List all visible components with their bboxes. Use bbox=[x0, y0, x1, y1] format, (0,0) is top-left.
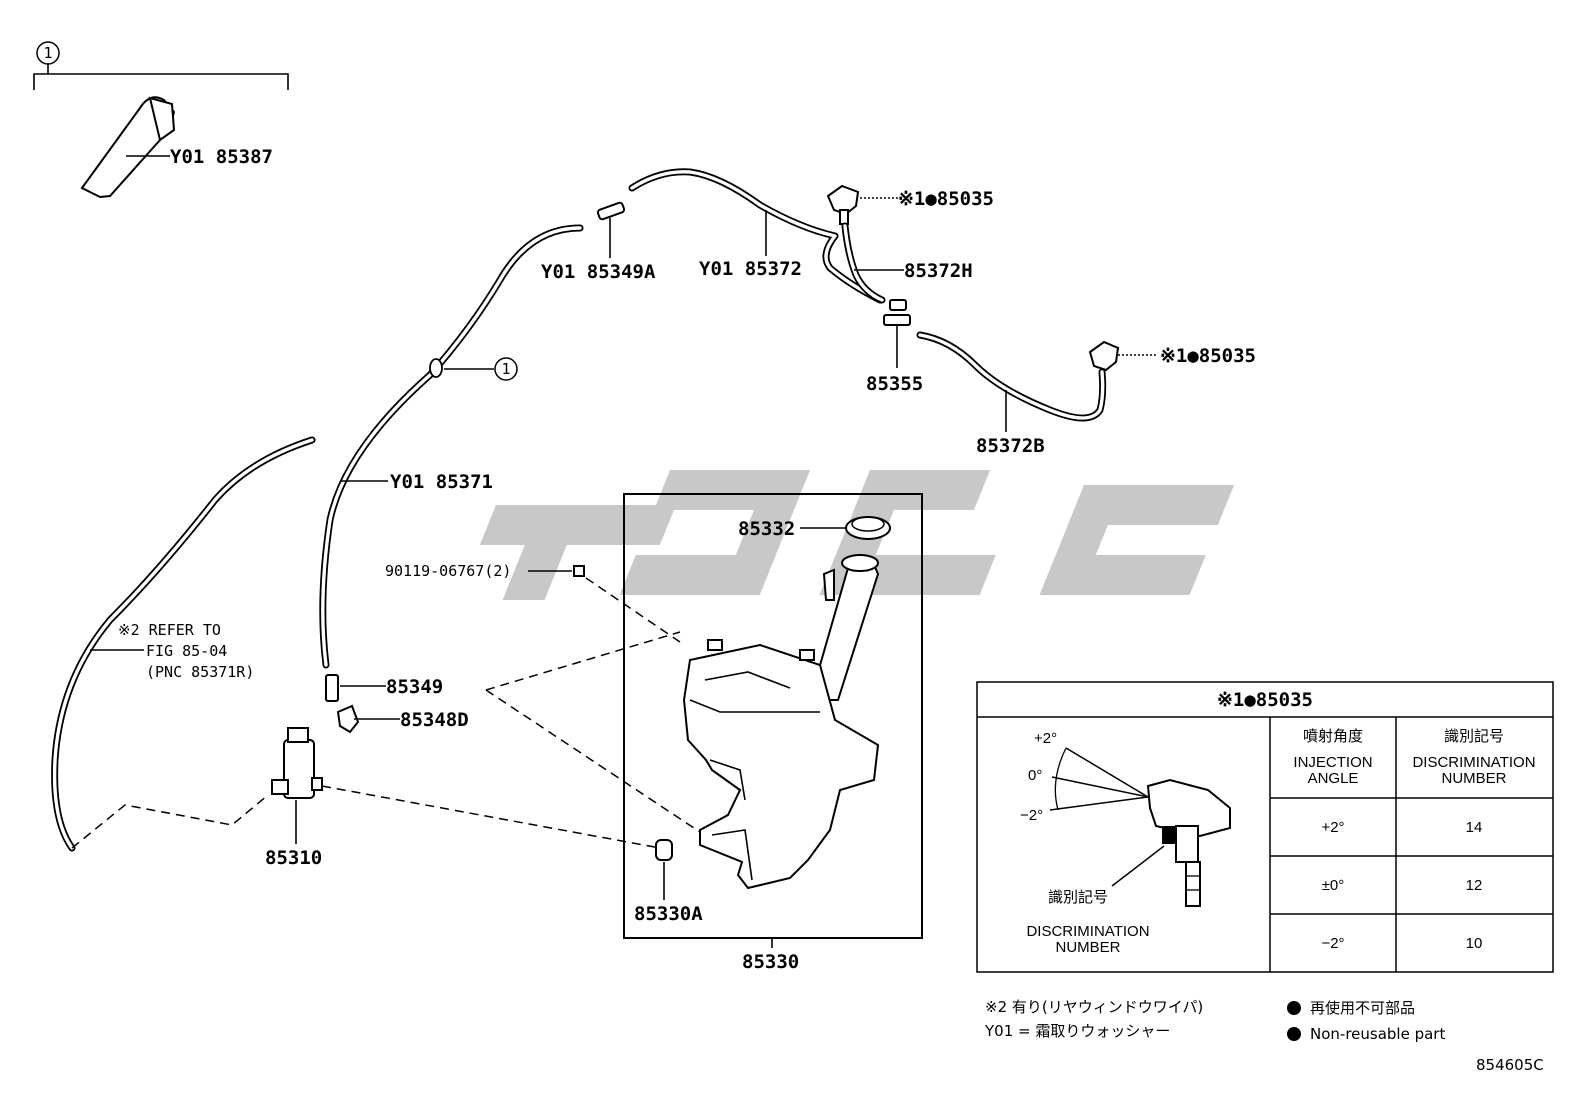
label-hose-85372B[interactable]: 85372B bbox=[976, 435, 1045, 457]
cap-85332[interactable] bbox=[800, 516, 891, 540]
table-row-number: 14 bbox=[1466, 819, 1483, 836]
joint-85349A[interactable] bbox=[596, 201, 626, 258]
elbow-85348D[interactable] bbox=[336, 704, 400, 734]
label-pump[interactable]: 85310 bbox=[265, 847, 322, 869]
col-disc-2: NUMBER bbox=[1441, 770, 1506, 787]
hose-85372B bbox=[916, 331, 1107, 422]
col-angle-jp: 噴射角度 bbox=[1303, 727, 1363, 745]
angle-minus-label: −2° bbox=[1020, 807, 1043, 824]
label-hose-upper[interactable]: Y01 85372 bbox=[699, 258, 802, 280]
col-disc-jp: 識別記号 bbox=[1444, 727, 1504, 745]
refer-line-1: ※2 REFER TO bbox=[118, 621, 221, 639]
tank-frame bbox=[623, 493, 923, 939]
nozzle-85035-right[interactable] bbox=[1088, 340, 1158, 372]
col-angle-1: INJECTION bbox=[1293, 754, 1372, 771]
angle-zero-label: 0° bbox=[1028, 767, 1042, 784]
nonreusable-bullet-icon bbox=[1287, 1027, 1301, 1041]
grommet-85330A[interactable] bbox=[655, 839, 673, 900]
footnote-y01: Y01 = 霜取りウォッシャー bbox=[984, 1022, 1170, 1040]
group-marker-text: 1 bbox=[43, 44, 52, 62]
label-tank[interactable]: 85330 bbox=[742, 951, 799, 973]
bolt-90119-06767[interactable] bbox=[528, 565, 585, 577]
col-angle-2: ANGLE bbox=[1308, 770, 1359, 787]
label-hose-85372H[interactable]: 85372H bbox=[904, 260, 973, 282]
footnote-nonreuse-jp: 再使用不可部品 bbox=[1310, 999, 1415, 1017]
table-row-angle: ±0° bbox=[1322, 877, 1345, 894]
nozzle-85035-left[interactable] bbox=[826, 184, 898, 225]
label-nozzle-elbow[interactable]: Y01 85387 bbox=[170, 146, 273, 168]
nonreusable-bullet-icon bbox=[1287, 1001, 1301, 1015]
refer-line-2: FIG 85-04 bbox=[146, 642, 227, 660]
refer-line-3: (PNC 85371R) bbox=[146, 663, 254, 681]
table-row-angle: +2° bbox=[1321, 819, 1344, 836]
table-title: ※1●85035 bbox=[1217, 689, 1313, 711]
group-1-bracket: 1 bbox=[33, 41, 289, 90]
table-row-number: 12 bbox=[1466, 877, 1483, 894]
nozzle-angle-table: ※1●85035 +2° 0° −2° 識別記号 DISCRIMINATION … bbox=[976, 681, 1554, 973]
label-joint-85349[interactable]: 85349 bbox=[386, 676, 443, 698]
nozzle-elbow-part[interactable] bbox=[80, 96, 176, 199]
label-bolt[interactable]: 90119-06767(2) bbox=[385, 562, 511, 580]
disc-label-1: DISCRIMINATION bbox=[1026, 923, 1149, 940]
joint-85349[interactable] bbox=[325, 674, 386, 702]
label-nozzle-left[interactable]: ※1●85035 bbox=[898, 188, 994, 210]
footnote-note2: ※2 有り(リヤウィンドウワイパ) bbox=[985, 998, 1203, 1016]
label-joint-85355[interactable]: 85355 bbox=[866, 373, 923, 395]
label-elbow-85348D[interactable]: 85348D bbox=[400, 709, 469, 731]
angle-plus-label: +2° bbox=[1034, 730, 1057, 747]
disc-label-2: NUMBER bbox=[1055, 939, 1120, 956]
label-hose-main[interactable]: Y01 85371 bbox=[390, 471, 493, 493]
pump-85310[interactable] bbox=[271, 727, 323, 844]
footnote-nonreuse-en: Non-reusable part bbox=[1310, 1025, 1445, 1043]
label-grommet[interactable]: 85330A bbox=[634, 903, 703, 925]
nozzle-angle-illustration bbox=[1049, 747, 1231, 907]
group-marker-ref-text: 1 bbox=[501, 360, 510, 378]
label-nozzle-right[interactable]: ※1●85035 bbox=[1160, 345, 1256, 367]
label-cap[interactable]: 85332 bbox=[738, 518, 795, 540]
washer-tank-85330[interactable] bbox=[682, 554, 880, 890]
table-row-angle: −2° bbox=[1321, 935, 1344, 952]
disc-jp-label: 識別記号 bbox=[1048, 888, 1108, 906]
diagram-id: 854605C bbox=[1476, 1056, 1544, 1074]
hose-clip bbox=[429, 358, 443, 378]
group-marker-ref bbox=[494, 357, 518, 381]
col-disc-1: DISCRIMINATION bbox=[1412, 754, 1535, 771]
table-row-number: 10 bbox=[1466, 935, 1483, 952]
label-joint-85349A[interactable]: Y01 85349A bbox=[541, 261, 656, 283]
joint-85355[interactable] bbox=[883, 299, 911, 368]
